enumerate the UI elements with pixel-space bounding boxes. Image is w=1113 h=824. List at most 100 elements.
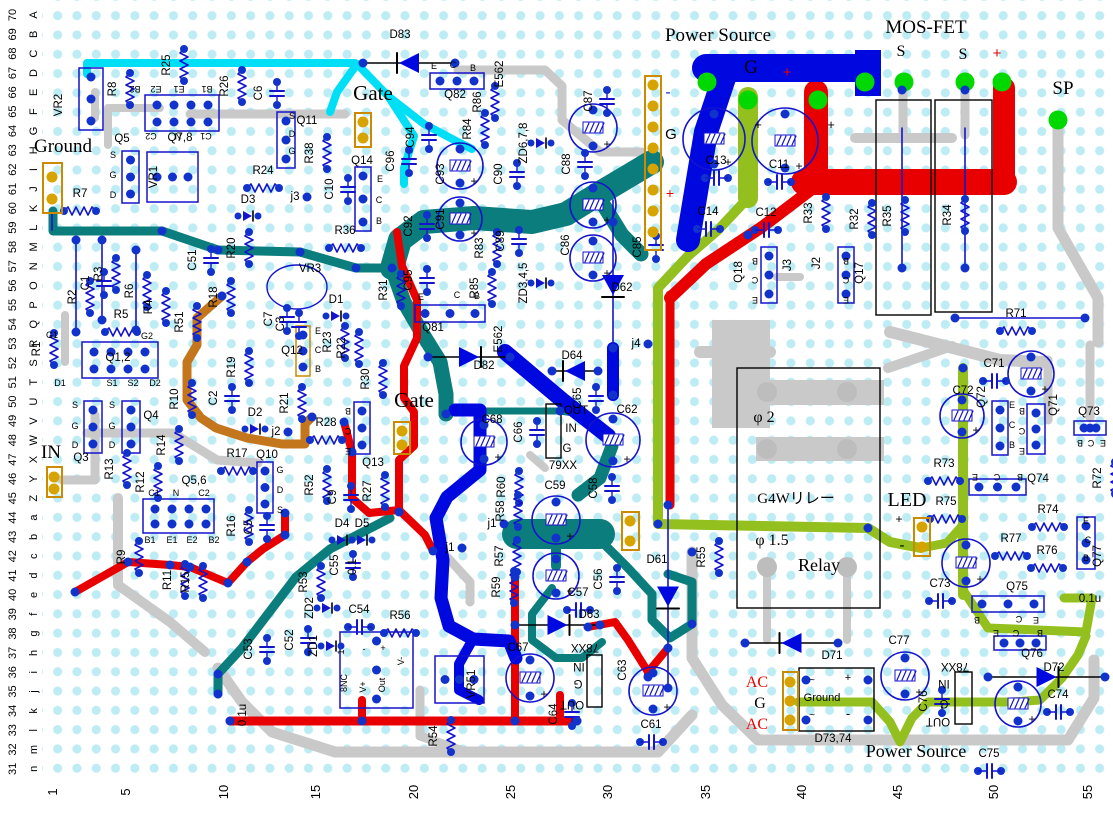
label-E562: E562 — [493, 326, 505, 353]
axis-bottom-number: 40 — [794, 785, 809, 799]
label-OUT: OUT — [560, 698, 584, 710]
label-R32: R32 — [849, 208, 861, 229]
solder-pad — [956, 477, 964, 485]
solder-pad — [245, 260, 253, 268]
solder-pad — [317, 642, 325, 650]
solder-pad — [715, 569, 723, 577]
label-C10: C10 — [324, 178, 336, 199]
ecap-hatch-line — [1014, 698, 1020, 709]
solder-pad — [1002, 377, 1010, 385]
solder-pad — [357, 406, 367, 416]
label-R38: R38 — [304, 142, 316, 163]
axis-left-letter: d — [28, 573, 40, 579]
solder-pad — [841, 251, 851, 261]
solder-pad — [223, 578, 233, 588]
transistor-box-Q71 — [1026, 403, 1046, 455]
terminal-pin — [647, 205, 659, 217]
solder-pad — [273, 78, 281, 86]
pin-label-C: C — [751, 275, 758, 285]
label-Q3: Q3 — [73, 452, 88, 464]
solder-pad — [555, 406, 565, 416]
label-R26: R26 — [219, 75, 231, 96]
solder-pad — [764, 289, 774, 299]
axis-left-number: 69 — [7, 28, 19, 40]
solder-pad — [225, 716, 235, 726]
ecap-hatch-line — [547, 570, 553, 581]
label-R35: R35 — [882, 205, 894, 226]
axis-left-letter: c — [28, 553, 40, 559]
label-Q4: Q4 — [143, 410, 159, 422]
label-Q72: Q72 — [976, 386, 988, 408]
terminal-pin — [624, 515, 636, 527]
label-C54: C54 — [348, 604, 370, 616]
pin-label-B: B — [752, 256, 758, 266]
solder-pad — [169, 117, 179, 127]
solder-pad — [317, 594, 325, 602]
solder-pad — [493, 260, 501, 268]
resistor-icon — [512, 539, 522, 573]
axis-left-letter: l — [28, 729, 40, 731]
solder-pad — [97, 315, 107, 325]
solder-pad — [636, 738, 644, 746]
axis-left-number: 40 — [7, 589, 19, 601]
resistor-icon — [142, 274, 152, 308]
solder-pad — [333, 604, 341, 612]
pin-label-D: D — [109, 440, 116, 450]
ecap-hatch — [642, 684, 664, 697]
title-MOS-FET: MOS-FET — [885, 17, 967, 38]
solder-pad — [207, 268, 215, 276]
power-terminal-pad — [992, 72, 1012, 92]
label-Q7,8: Q7,8 — [168, 132, 193, 144]
label-R7: R7 — [73, 188, 88, 200]
solder-pad — [201, 504, 211, 514]
solder-pad — [1091, 423, 1101, 433]
power-terminal-pad — [808, 90, 828, 110]
pin-label-B: B — [376, 216, 382, 226]
pin-label-G: G — [276, 465, 283, 475]
label-C53: C53 — [243, 638, 255, 659]
solder-pad — [510, 620, 520, 630]
pin-label-G: G — [109, 170, 116, 180]
label-Q17: Q17 — [854, 262, 866, 284]
solder-pad — [126, 101, 134, 109]
label-R85: R85 — [469, 277, 481, 298]
terminal-pin — [647, 226, 659, 238]
ecap-hatch-line — [589, 199, 595, 210]
ecap-hatch-line — [901, 670, 907, 681]
solder-pad — [420, 309, 430, 318]
component-outline — [875, 99, 932, 316]
label-R10: R10 — [169, 388, 181, 409]
solder-pad — [764, 178, 772, 186]
axis-bottom-number: 10 — [216, 785, 231, 799]
ecap-hatch — [473, 435, 495, 448]
ecap-hatch-line — [594, 199, 600, 210]
ecap-plus: + — [540, 687, 547, 701]
solder-pad — [515, 226, 523, 234]
solder-pad — [993, 482, 1002, 492]
sign: - — [900, 537, 905, 554]
solder-pad — [71, 235, 81, 245]
label-R83: R83 — [474, 237, 486, 258]
solder-pad — [1026, 352, 1036, 362]
axis-left-letter: Y — [28, 475, 40, 483]
ecap-plus: + — [663, 700, 670, 714]
ecap-hatch-line — [594, 252, 600, 263]
gray-trace — [686, 546, 1100, 746]
axis-left-number: 47 — [7, 453, 19, 465]
solder-pad — [1060, 523, 1068, 531]
solder-pad — [974, 482, 984, 492]
ecap-hatch-line — [972, 557, 978, 568]
label-R9: R9 — [116, 550, 128, 565]
solder-pad — [1081, 555, 1091, 565]
label-R54: R54 — [428, 725, 440, 747]
transistor-box-Q76 — [993, 635, 1047, 651]
power-terminal-pad — [697, 72, 717, 92]
solder-pad — [425, 122, 433, 130]
pin-label-B: B — [345, 406, 351, 416]
solder-pad — [347, 447, 357, 457]
solder-pad — [572, 716, 582, 726]
solder-pad — [455, 675, 464, 684]
solder-pad — [863, 675, 873, 685]
axis-bottom-number: 5 — [118, 788, 133, 795]
solder-pad — [344, 623, 352, 631]
